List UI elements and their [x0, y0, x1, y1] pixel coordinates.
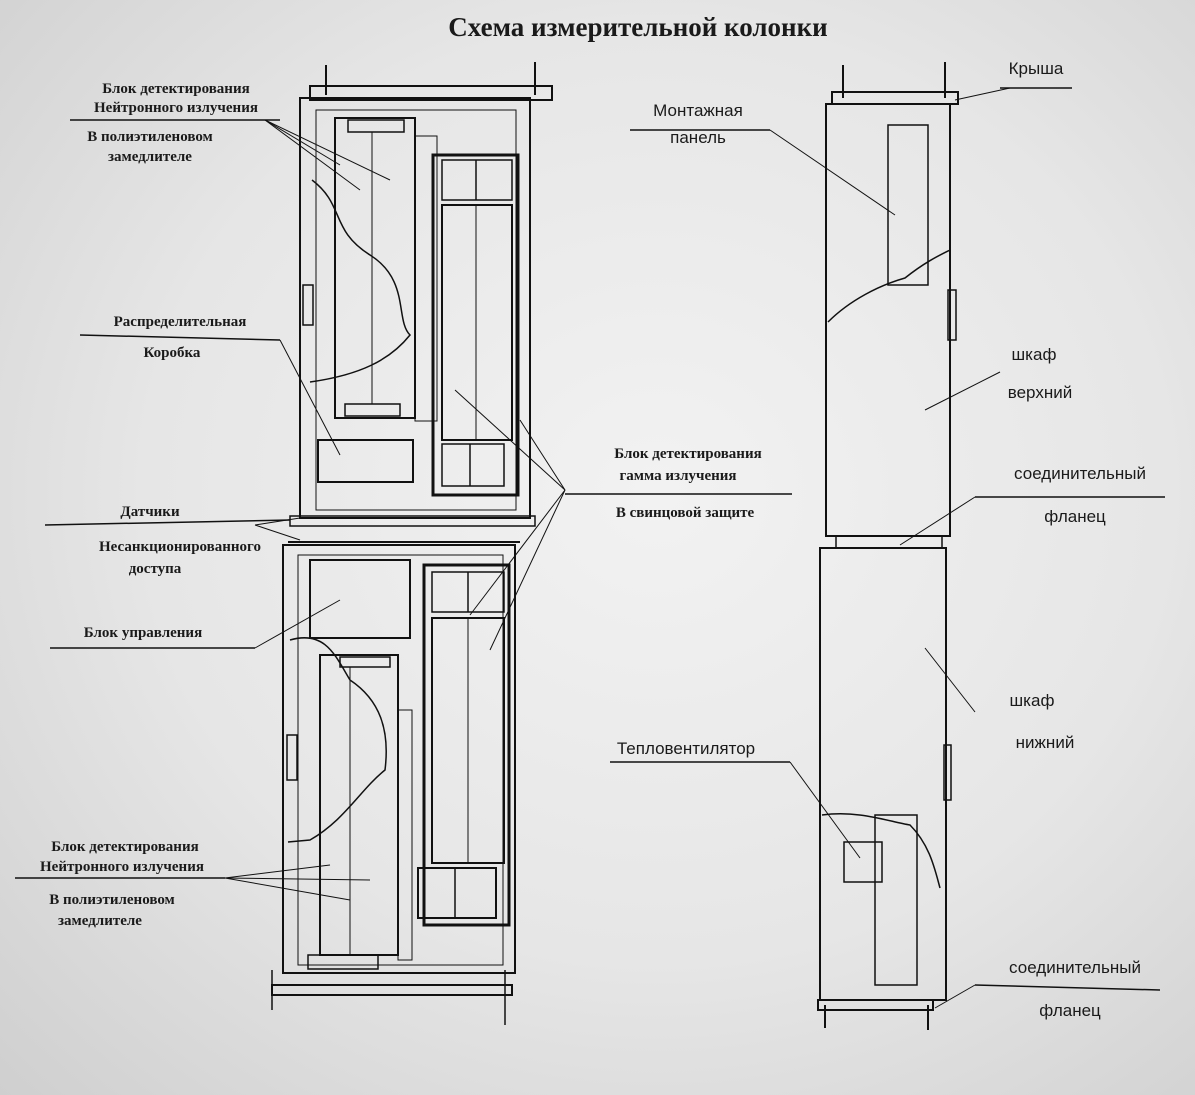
label-roof: Крыша	[1009, 59, 1064, 78]
label-neutron-bot-4: замедлителе	[58, 913, 142, 929]
label-upper-cabinet-1: шкаф	[1012, 345, 1057, 364]
gamma-block-upper	[431, 153, 520, 497]
label-mounting-panel-1: Монтажная	[653, 101, 743, 120]
right-labels: Крыша Монтажная панель шкаф верхний соед…	[617, 59, 1146, 1020]
label-neutron-top-2: Нейтронного излучения	[94, 100, 258, 116]
label-neutron-bot-1: Блок детектирования	[51, 839, 198, 855]
flange-top-side	[835, 535, 943, 549]
label-neutron-bot-3: В полиэтиленовом	[49, 892, 175, 908]
label-flange-bottom-1: соединительный	[1009, 958, 1141, 977]
label-distribution-2: Коробка	[144, 345, 201, 361]
label-gamma-3: В свинцовой защите	[616, 505, 755, 521]
label-control-unit: Блок управления	[84, 625, 202, 641]
lower-cabinet-front	[282, 544, 516, 974]
label-heater: Тепловентилятор	[617, 739, 755, 758]
label-flange-bottom-2: фланец	[1039, 1001, 1101, 1020]
label-lower-cabinet-1: шкаф	[1010, 691, 1055, 710]
diagram-title: Схема измерительной колонки	[448, 12, 827, 42]
distribution-box	[317, 439, 414, 483]
left-labels: Блок детектирования Нейтронного излучени…	[40, 81, 261, 929]
label-distribution-1: Распределительная	[114, 314, 247, 330]
side-view	[817, 62, 959, 1030]
label-gamma-2: гамма излучения	[620, 468, 737, 484]
label-sensors-1: Датчики	[120, 504, 180, 520]
roof-side	[831, 91, 959, 105]
front-view	[271, 62, 553, 1025]
label-neutron-top-4: замедлителе	[108, 149, 192, 165]
upper-cabinet-front	[299, 97, 531, 519]
leader-lines	[15, 87, 1165, 1009]
label-flange-top-2: фланец	[1044, 507, 1106, 526]
lower-cabinet-side	[819, 547, 947, 1001]
label-neutron-top-1: Блок детектирования	[102, 81, 249, 97]
label-sensors-3: доступа	[129, 561, 182, 577]
label-neutron-bot-2: Нейтронного излучения	[40, 859, 204, 875]
gamma-block-lower	[417, 563, 511, 927]
control-unit	[309, 559, 411, 639]
heater-unit	[843, 841, 883, 883]
label-lower-cabinet-2: нижний	[1016, 733, 1075, 752]
flange-bottom-side	[817, 999, 934, 1011]
label-gamma-1: Блок детектирования	[614, 446, 761, 462]
label-neutron-top-3: В полиэтиленовом	[87, 129, 213, 145]
label-sensors-2: Несанкционированного	[99, 539, 261, 555]
label-mounting-panel-2: панель	[670, 128, 726, 147]
label-upper-cabinet-2: верхний	[1008, 383, 1072, 402]
middle-labels: Блок детектирования гамма излучения В св…	[614, 446, 761, 521]
label-flange-top-1: соединительный	[1014, 464, 1146, 483]
